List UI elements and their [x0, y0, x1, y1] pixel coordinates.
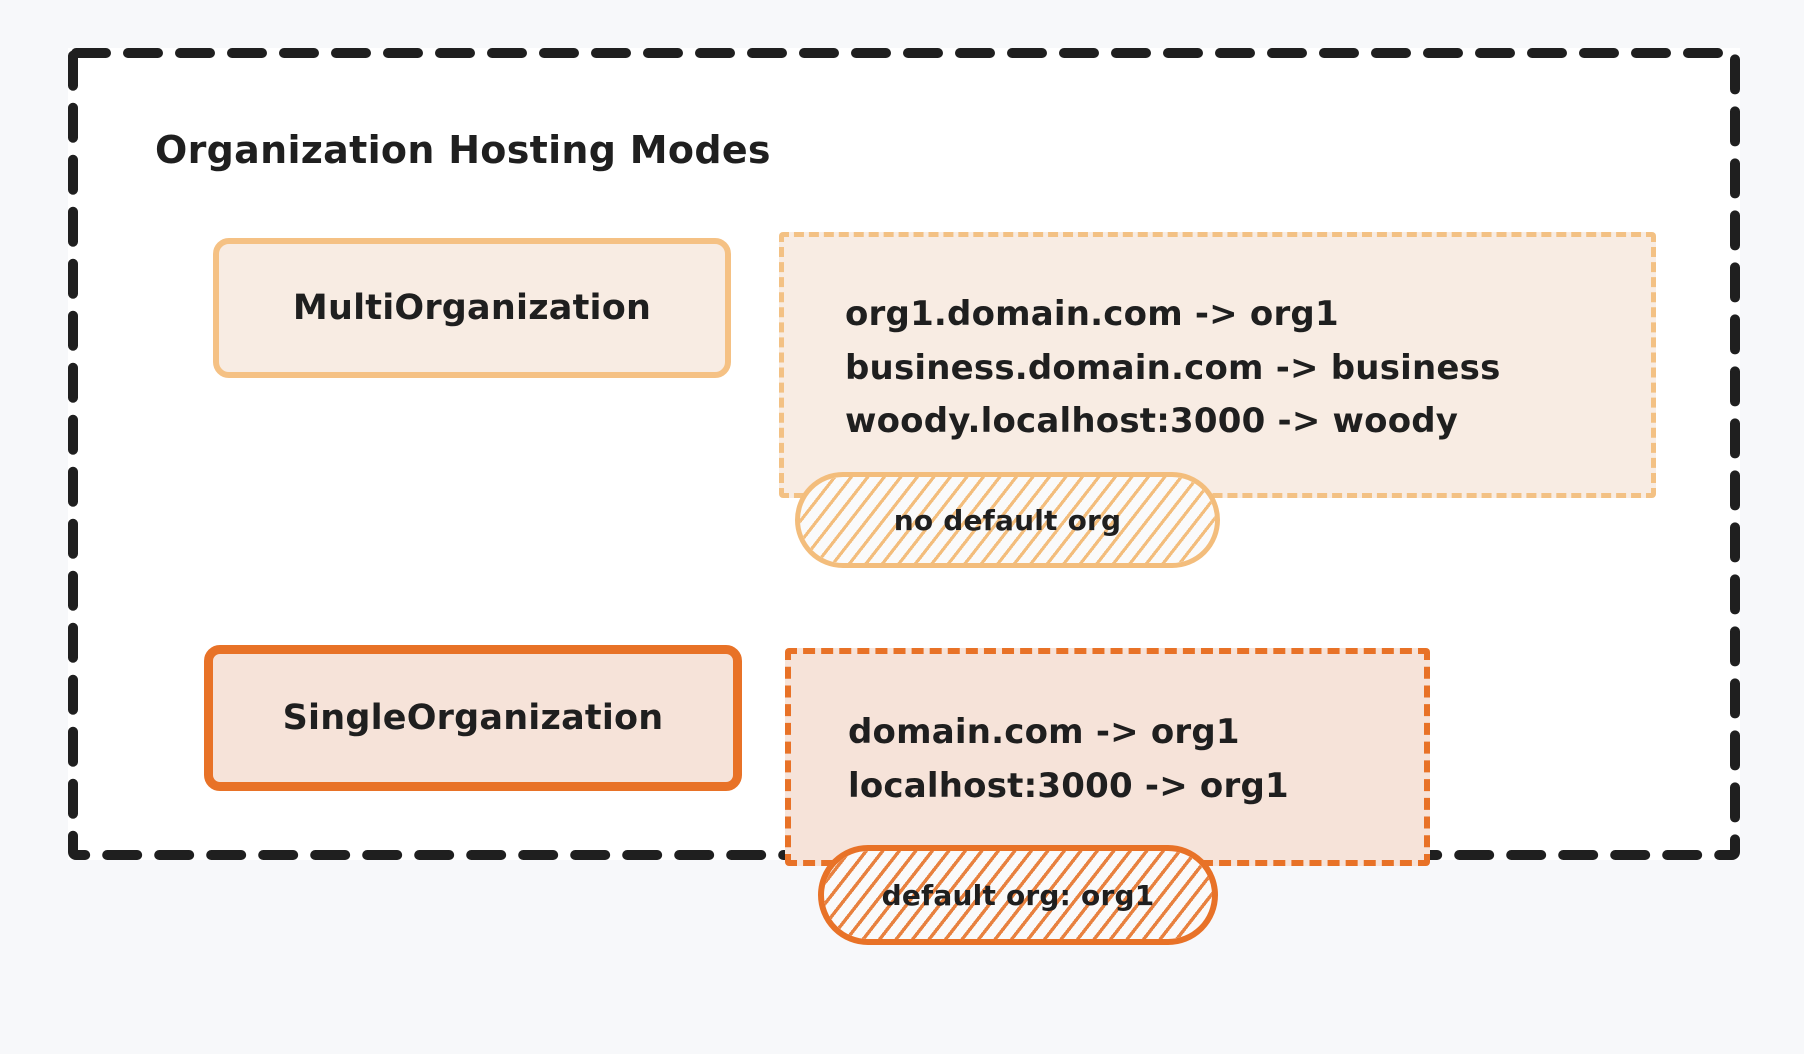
- mode-label-single-organization: SingleOrganization: [282, 698, 664, 738]
- mapping-box-single-organization: [785, 648, 1430, 866]
- badge-label: no default org: [893, 503, 1122, 537]
- mapping-row: localhost:3000 -> org1: [848, 765, 1289, 806]
- mapping-box-multi-organization: [779, 232, 1656, 498]
- mapping-list-multi-organization: org1.domain.com -> org1 business.domain.…: [845, 288, 1501, 449]
- hatch-pattern: [800, 477, 1215, 563]
- page-title: Organization Hosting Modes: [155, 128, 771, 172]
- badge-no-default-org: no default org: [795, 472, 1220, 568]
- badge-label: default org: org1: [881, 878, 1155, 912]
- mode-card-multi-organization[interactable]: MultiOrganization: [213, 238, 731, 378]
- mapping-list-single-organization: domain.com -> org1 localhost:3000 -> org…: [848, 706, 1289, 813]
- mode-label-multi-organization: MultiOrganization: [292, 288, 652, 328]
- mapping-row: domain.com -> org1: [848, 712, 1240, 752]
- mapping-row: org1.domain.com -> org1: [845, 294, 1339, 334]
- badge-default-org: default org: org1: [818, 845, 1218, 945]
- mapping-row: business.domain.com -> business: [845, 347, 1501, 388]
- hatch-pattern: [824, 851, 1212, 939]
- mapping-row: woody.localhost:3000 -> woody: [845, 401, 1459, 442]
- mode-card-single-organization[interactable]: SingleOrganization: [204, 645, 742, 791]
